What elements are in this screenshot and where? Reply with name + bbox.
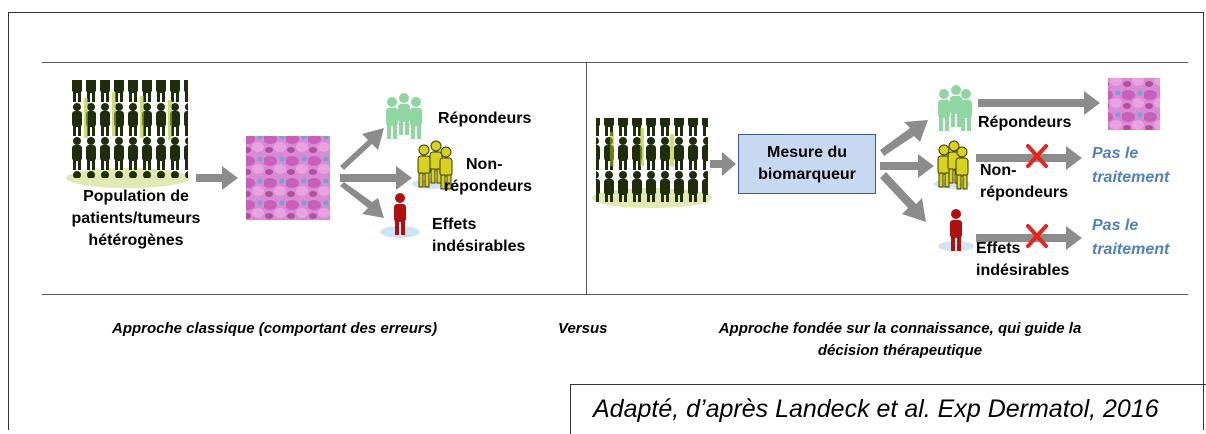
- arrow-adverse-blocked: [976, 224, 1082, 250]
- right-non-responders-label: Non- répondeurs: [980, 162, 1069, 201]
- caption-knowledge: Approche fondée sur la connaissance, qui…: [718, 320, 1082, 359]
- right-responders-icon: [938, 85, 972, 131]
- right-crowd-icon: [592, 118, 712, 208]
- panel-divider: [586, 62, 587, 294]
- left-crowd-icon: [66, 80, 190, 188]
- cross-icon: [1026, 144, 1048, 168]
- right-non-responders-icon: [934, 140, 970, 190]
- cross-icon: [1026, 224, 1048, 248]
- population-label: Population de patients/tumeurs hétérogèn…: [71, 188, 201, 249]
- caption-classic: Approche classique (comportant des erreu…: [112, 320, 438, 337]
- left-non-responders-label: Non-: [466, 156, 503, 173]
- caption-versus: Versus: [558, 320, 608, 337]
- fan-arrows-left: [340, 128, 412, 218]
- bottom-divider: [42, 294, 1188, 295]
- right-adverse-icon: [938, 209, 974, 251]
- right-tissue-image: [1108, 78, 1160, 130]
- left-adverse-label: Effets indésirables: [432, 216, 526, 255]
- arrow-to-tissue: [196, 166, 238, 190]
- arrow-non-responders-blocked: [976, 144, 1082, 170]
- figure-frame: [8, 12, 1204, 430]
- biomarker-box: Mesure du biomarqueur: [738, 134, 876, 194]
- left-adverse-icon: [380, 193, 420, 238]
- left-non-responders-label-2: répondeurs: [444, 178, 533, 195]
- left-non-responders-icon: [412, 140, 453, 190]
- tissue-image: [246, 136, 330, 220]
- right-adverse-label: Effets indésirables: [976, 240, 1070, 279]
- arrow-to-biomarker: [710, 152, 736, 176]
- no-treatment-label-1: Pas le traitement: [1092, 145, 1170, 186]
- arrow-responders-to-treatment: [978, 91, 1100, 115]
- left-responders-label: Répondeurs: [438, 110, 532, 127]
- no-treatment-label-2: Pas le traitement: [1092, 217, 1170, 258]
- top-divider: [42, 62, 1188, 63]
- left-responders-icon: [386, 93, 422, 139]
- right-responders-label: Répondeurs: [978, 114, 1072, 131]
- fan-arrows-right: [880, 120, 934, 222]
- credit-text: Adapté, d’après Landeck et al. Exp Derma…: [570, 384, 1206, 434]
